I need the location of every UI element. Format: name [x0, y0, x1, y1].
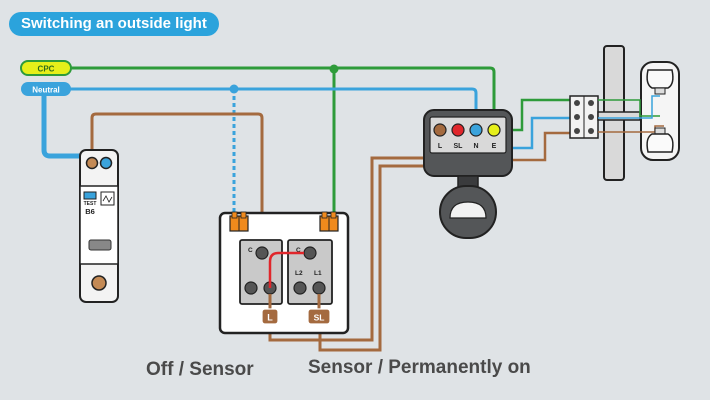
bulb-top: [646, 69, 674, 95]
cpc-wire: [70, 66, 496, 128]
pir-sensor: L SL N E: [423, 109, 513, 239]
cpc-label-pill: CPC: [20, 60, 72, 76]
tb-screw: [574, 100, 580, 106]
diagram-title: Switching an outside light: [9, 12, 219, 36]
lamp-wiring-blue: [598, 95, 660, 119]
red-link-wire: [268, 251, 304, 288]
tb-screw: [588, 114, 594, 120]
sensor-terminal-e: [487, 123, 501, 137]
bulb-bottom: [646, 127, 674, 153]
sensor-lens: [449, 201, 487, 219]
left-terminal-1: [244, 281, 258, 295]
right-l2-label: L2: [295, 270, 303, 277]
neutral-label-pill: Neutral: [21, 82, 71, 96]
sensor-terminal-strip: [429, 116, 507, 154]
neutral-connector-block: [229, 211, 249, 232]
tb-screw: [588, 100, 594, 106]
right-terminal-l2: [293, 281, 307, 295]
right-l1-label: L1: [314, 270, 322, 277]
neutral-wire: [68, 87, 478, 128]
mcb-bottom-terminal: [91, 275, 107, 291]
right-com-terminal: [303, 246, 317, 260]
live-mcb-to-switch: [90, 112, 264, 246]
tag-l: L: [261, 308, 279, 325]
sensor-terminal-sl: [451, 123, 465, 137]
mcb-test-button[interactable]: [83, 191, 97, 200]
cpc-label: CPC: [38, 65, 55, 74]
right-terminal-l1: [312, 281, 326, 295]
tb-screw: [574, 128, 580, 134]
mcb-symbol-glyph: [102, 195, 113, 203]
neutral-label: Neutral: [32, 86, 60, 95]
light-fitting: [569, 45, 680, 181]
neutral-to-mcb: [41, 92, 109, 160]
tag-sl-text: SL: [314, 313, 325, 323]
sensor-label-sl: SL: [454, 143, 464, 150]
mcb-rating-label: B6: [85, 207, 95, 216]
tag-sl: SL: [307, 308, 331, 325]
sensor-label-e: E: [492, 143, 497, 150]
caption-off-sensor: Off / Sensor: [146, 359, 254, 380]
tag-l-text: L: [267, 313, 273, 323]
tb-screw: [574, 114, 580, 120]
lamp-arm: [597, 111, 641, 121]
double-switch: C C L2 L1 L SL: [218, 211, 350, 335]
left-com-terminal: [255, 246, 269, 260]
sensor-terminal-n: [469, 123, 483, 137]
cpc-connector-block: [319, 211, 339, 232]
sensor-label-n: N: [473, 143, 478, 150]
right-com-label: C: [296, 247, 301, 254]
mcb-toggle-lever[interactable]: [88, 239, 112, 251]
sensor-terminal-l: [433, 123, 447, 137]
lamp-wiring-green: [598, 99, 660, 117]
left-com-label: C: [248, 247, 253, 254]
caption-sensor-permanent: Sensor / Permanently on: [308, 357, 531, 378]
sensor-label-l: L: [438, 143, 443, 150]
mcb-test-label: TEST: [84, 201, 97, 207]
mcb-live-terminal: [85, 156, 99, 170]
tb-screw: [588, 128, 594, 134]
switch-module-left[interactable]: C: [239, 239, 283, 305]
mcb-neutral-terminal: [99, 156, 113, 170]
mcb-breaker: TEST B6: [79, 149, 119, 303]
switch-module-right[interactable]: C L2 L1: [287, 239, 333, 305]
